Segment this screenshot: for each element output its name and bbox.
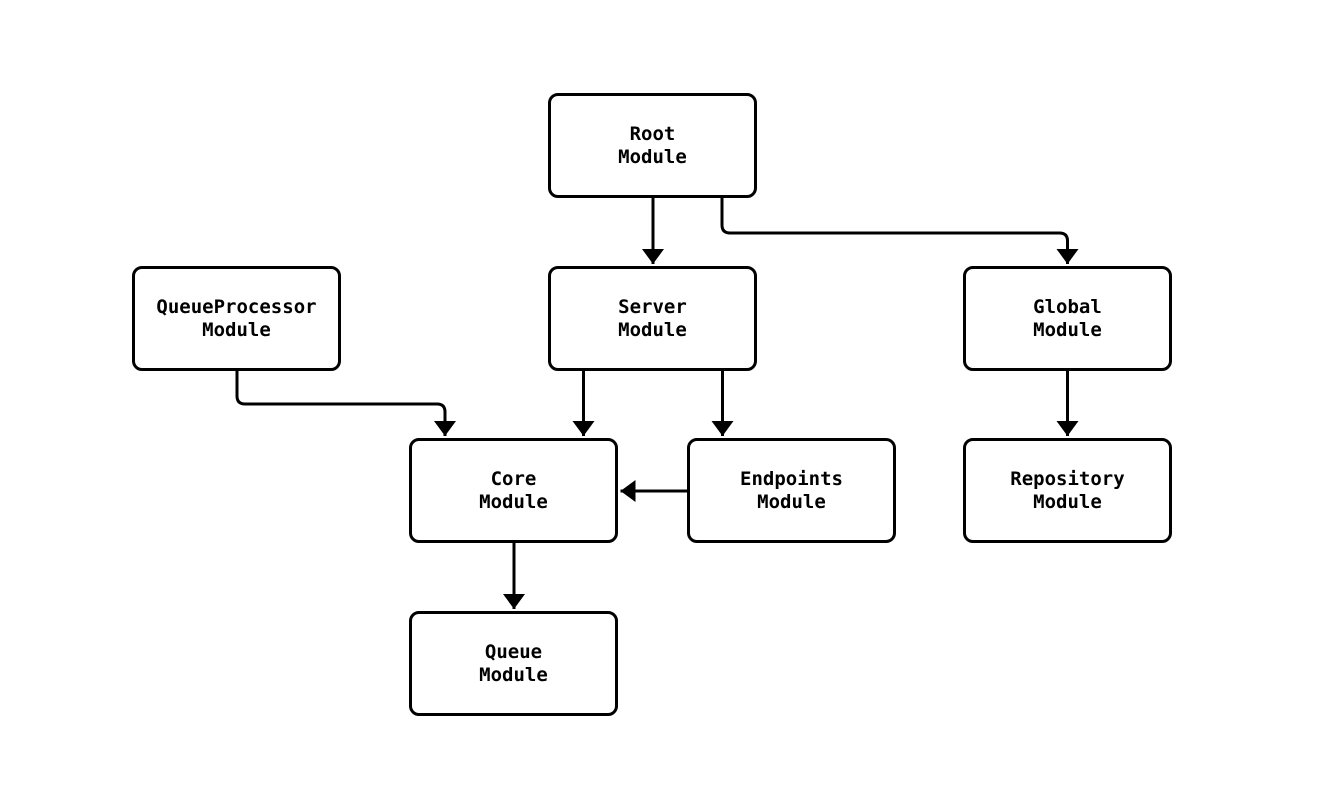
node-repository-module: Repository Module: [963, 438, 1172, 543]
node-global-module: Global Module: [963, 266, 1172, 371]
node-server-module: Server Module: [548, 266, 757, 371]
node-endpoints-module: Endpoints Module: [687, 438, 896, 543]
node-queue-processor-module: QueueProcessor Module: [132, 266, 341, 371]
edge-queue-processor-to-core: [235, 371, 456, 436]
node-root-module: Root Module: [548, 93, 757, 198]
node-queue-module: Queue Module: [409, 611, 618, 716]
node-core-module: Core Module: [409, 438, 618, 543]
edge-root-to-global: [720, 198, 1079, 264]
